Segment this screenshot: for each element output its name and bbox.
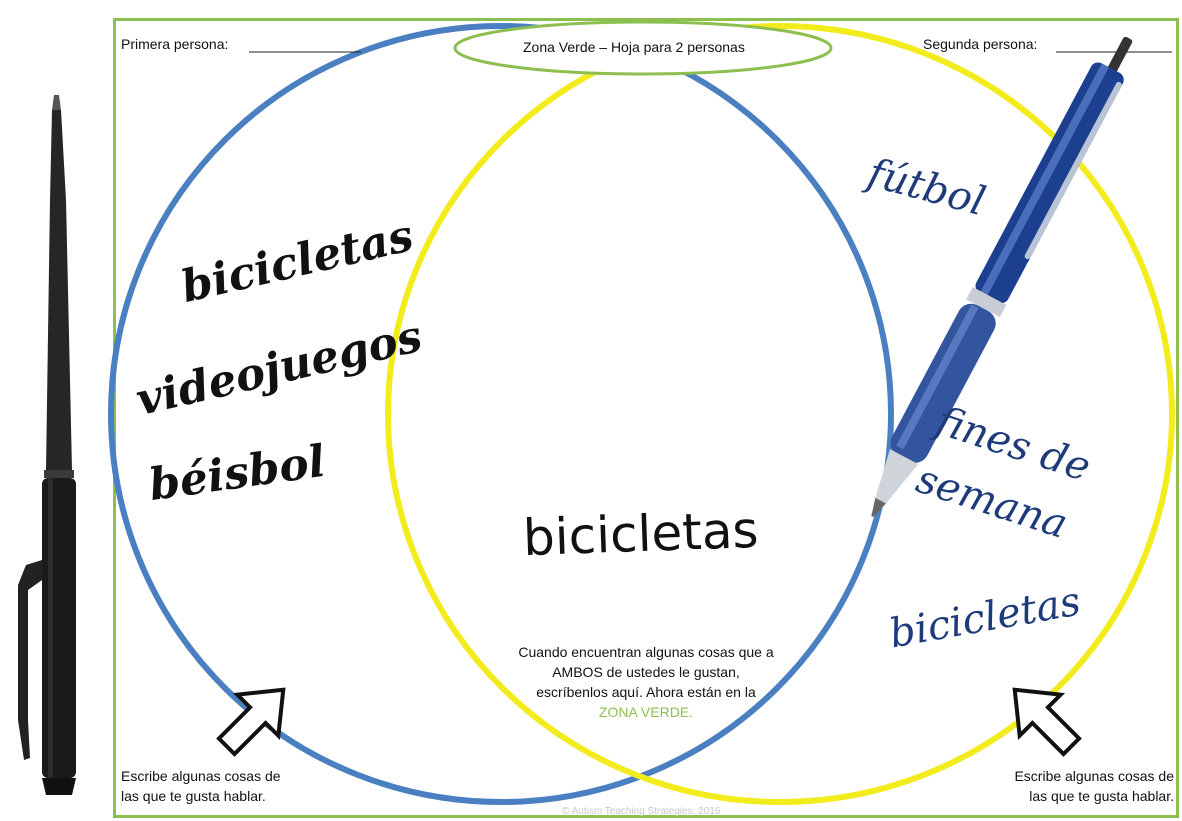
- arrow-up-right-icon: [216, 687, 286, 757]
- left-instruction-line1: Escribe algunas cosas de: [121, 768, 281, 784]
- person1-label: Primera persona:: [121, 36, 229, 52]
- copyright-text: © Autism Teaching Strategies, 2016: [562, 806, 721, 817]
- center-instruction-line2: AMBOS de ustedes le gustan,: [552, 664, 740, 680]
- center-instruction-line1: Cuando encuentran algunas cosas que a: [518, 644, 774, 660]
- right-circle: [385, 23, 1175, 805]
- blue-pen-image: [871, 36, 1133, 518]
- left-circle: [108, 23, 894, 805]
- left-instruction-line2: las que te gusta hablar.: [121, 788, 266, 804]
- right-instruction: Escribe algunas cosas de las que te gust…: [990, 766, 1174, 806]
- right-instruction-line2: las que te gusta hablar.: [1029, 788, 1174, 804]
- title-oval: [453, 20, 833, 76]
- center-instruction-zona-verde: ZONA VERDE.: [598, 704, 694, 720]
- center-item-bicicletas: bicicletas: [522, 500, 760, 568]
- person2-label: Segunda persona:: [923, 36, 1038, 52]
- center-instruction: Cuando encuentran algunas cosas que a AM…: [492, 642, 800, 722]
- arrow-up-left-icon: [1012, 687, 1082, 757]
- worksheet-border: [113, 18, 1179, 818]
- right-instruction-line1: Escribe algunas cosas de: [1014, 768, 1174, 784]
- center-instruction-line3: escríbenlos aquí. Ahora están en la: [536, 684, 756, 700]
- worksheet-title: Zona Verde – Hoja para 2 personas: [523, 39, 745, 55]
- black-pen-image: [18, 95, 76, 795]
- left-instruction: Escribe algunas cosas de las que te gust…: [121, 766, 281, 806]
